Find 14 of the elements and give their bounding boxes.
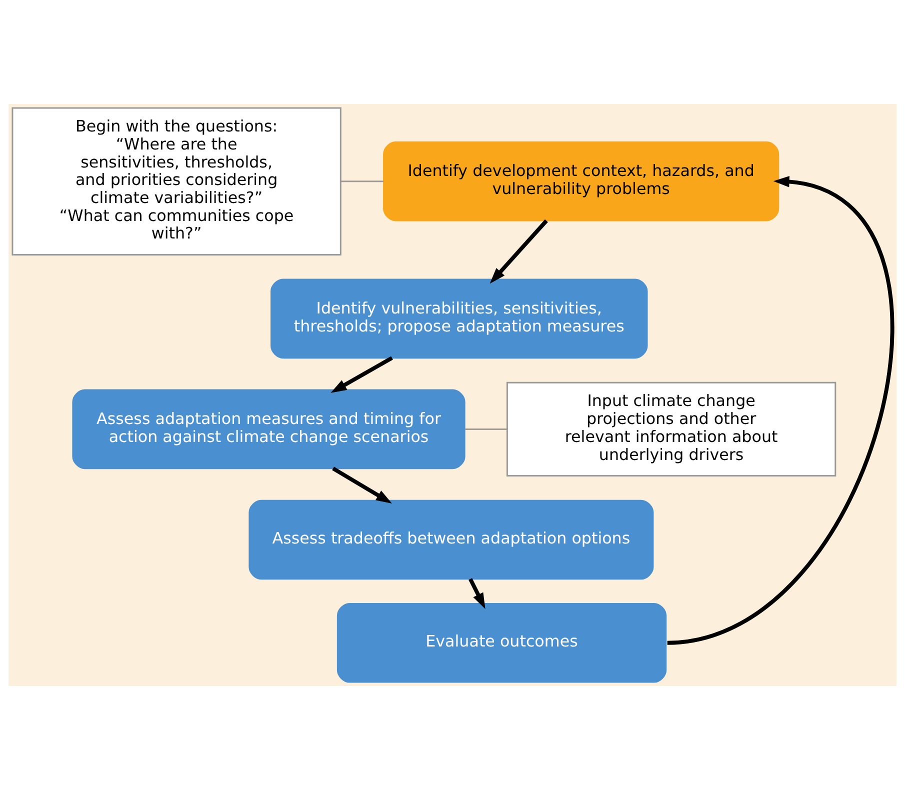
arrow [468,578,486,608]
arrow [332,466,392,504]
connector [340,180,384,182]
node-box: Evaluate outcomes [336,602,667,682]
arrow [490,218,548,284]
node-box: Assess tradeoffs between adaptation options [248,499,654,580]
node-box: Input climate change projections and other relevant information about underlying drivers [506,381,836,476]
node-box: Begin with the questions: “Where are the sensitivities, thresholds, and priorities considering climate variabilities?” “What can communities cope with?” [12,106,342,255]
connector [464,428,507,430]
node-box: Assess adaptation measures and timing for action against climate change scenarios [72,388,466,469]
node-box: Identify development context, hazards, and vulnerability problems [383,140,780,221]
arrow [330,356,393,392]
arrow [667,176,894,644]
node-box: Identify vulnerabilities, sensitivities, thresholds; propose adaptation measures [270,278,648,358]
